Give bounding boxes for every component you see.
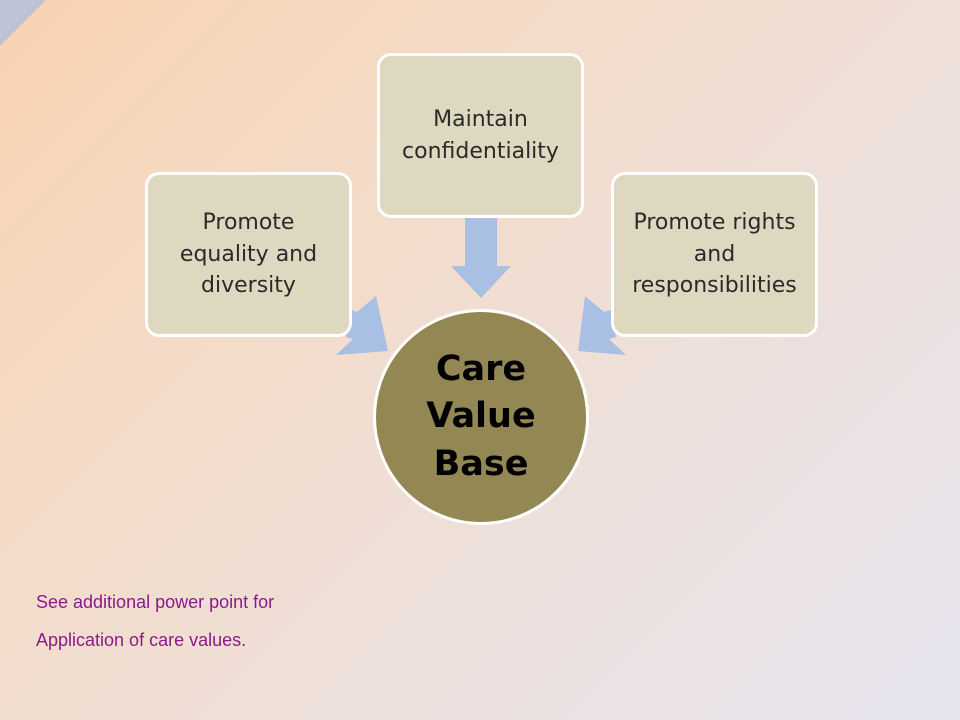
- arrow-right-to-center: [578, 296, 626, 355]
- node-label: Promote rights and responsibilities: [632, 209, 797, 299]
- node-maintain-confidentiality: Maintain confidentiality: [377, 53, 584, 218]
- note-line-2: Application of care values.: [36, 630, 247, 650]
- arrow-left-to-center: [336, 296, 388, 355]
- center-label: Care Value Base: [426, 349, 536, 484]
- node-label: Promote equality and diversity: [179, 209, 318, 299]
- node-promote-equality: Promote equality and diversity: [145, 172, 352, 337]
- note-line-1: See additional power point for: [36, 592, 275, 612]
- arrow-top-to-center: [451, 218, 511, 298]
- node-promote-rights: Promote rights and responsibilities: [611, 172, 818, 337]
- corner-decoration: [0, 0, 46, 46]
- center-circle: Care Value Base: [373, 309, 589, 525]
- node-label: Maintain confidentiality: [402, 106, 559, 164]
